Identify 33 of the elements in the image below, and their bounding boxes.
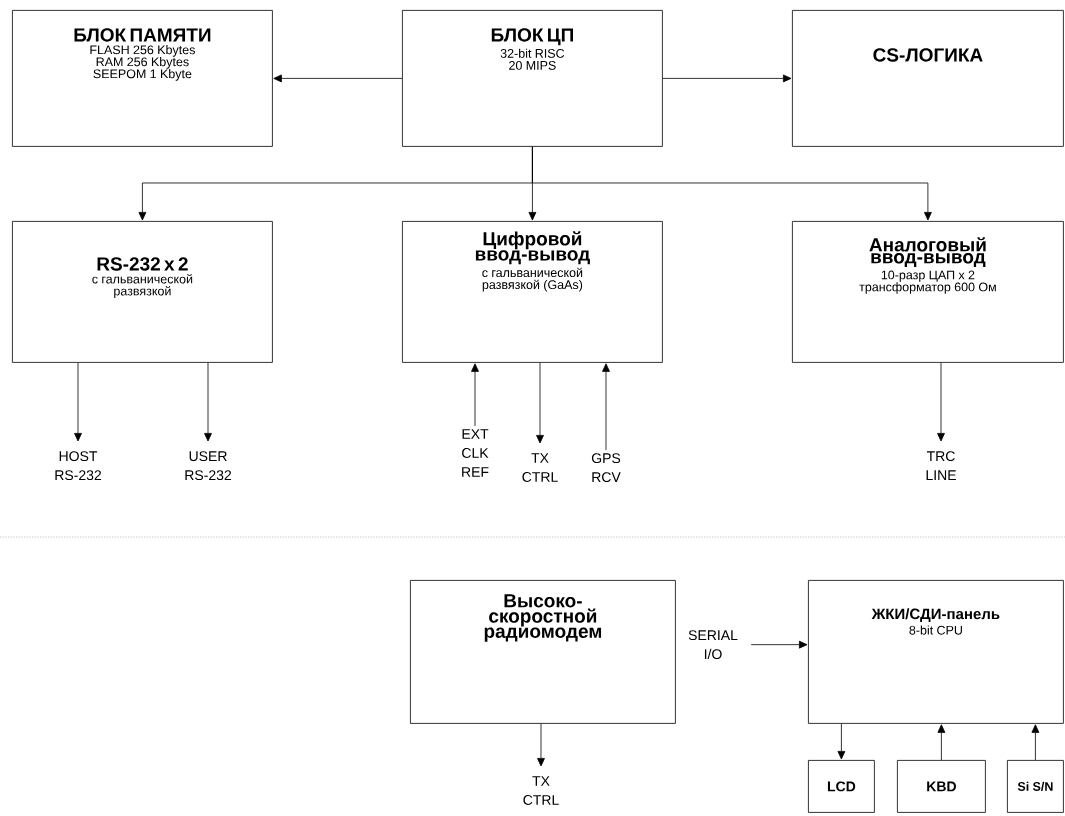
arrow <box>662 74 792 83</box>
arrow <box>1031 724 1040 761</box>
component-box: ЖКИ/СДИ-панель 8-bit CPU <box>808 580 1064 724</box>
component-box: БЛОК ПАМЯТИ FLASH 256 Kbytes RAM 256 Kbytes SEEPOM 1 Kbyte <box>12 10 273 147</box>
arrow <box>602 363 610 451</box>
signal-label: TRC LINE <box>926 451 956 480</box>
device-box: Si S/N <box>1007 760 1064 813</box>
signal-label: SERIAL I/O <box>688 630 738 660</box>
signal-label: USER RS-232 <box>185 451 232 481</box>
device-box: LCD <box>808 760 875 813</box>
signal-label: TX CTRL <box>523 776 559 805</box>
arrow <box>537 723 545 767</box>
arrow <box>74 362 82 442</box>
arrow <box>204 362 212 442</box>
signal-label: GPS RCV <box>591 453 621 483</box>
component-box: Аналоговый ввод-вывод 10-разр ЦАП x 2 трансформатор 600 Ом <box>792 221 1064 363</box>
arrow <box>536 362 544 444</box>
component-box: Высоко- скоростной радиомодем <box>410 580 676 724</box>
arrow <box>937 362 945 442</box>
arrow <box>837 723 846 760</box>
signal-label: HOST RS-232 <box>55 451 102 481</box>
arrow <box>273 74 403 83</box>
signal-label: TX CTRL <box>522 453 558 482</box>
arrow <box>532 146 932 221</box>
signal-label: EXT CLK REF <box>462 429 489 477</box>
arrow <box>471 363 479 427</box>
arrow <box>937 724 946 761</box>
device-box: KBD <box>897 760 986 813</box>
component-box: Цифровой ввод-вывод с гальванической развязкой (GaAs) <box>402 221 663 363</box>
component-box: CS-ЛОГИКА <box>792 10 1064 147</box>
component-box: RS-232 x 2 с гальванической развязкой <box>12 221 273 363</box>
arrow <box>750 640 808 649</box>
component-box: БЛОК ЦП 32-bit RISC 20 MIPS <box>402 10 663 147</box>
